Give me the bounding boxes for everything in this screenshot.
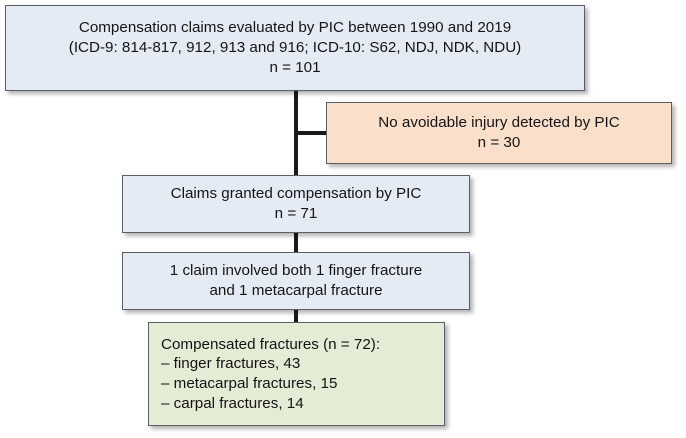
- node-no-avoidable-injury-line1: No avoidable injury detected by PIC: [378, 114, 620, 132]
- node-compensated-fractures-metacarpal: – metacarpal fractures, 15: [161, 375, 338, 392]
- node-compensated-fractures-heading: Compensated fractures (n = 72):: [161, 335, 381, 353]
- node-evaluated-claims-line1: Compensation claims evaluated by PIC bet…: [78, 19, 512, 37]
- node-overlapping-claim-line2: and 1 metacarpal fracture: [209, 282, 383, 299]
- node-compensated-fractures-finger: – finger fractures, 43: [161, 355, 301, 373]
- node-evaluated-claims-count: n = 101: [269, 58, 321, 76]
- node-claims-granted: Claims granted compensation by PIC n = 7…: [122, 175, 470, 233]
- node-claims-granted-line1: Claims granted compensation by PIC: [170, 185, 422, 203]
- node-overlapping-claim: 1 claim involved both 1 finger fracture …: [122, 252, 470, 310]
- node-no-avoidable-injury-count: n = 30: [477, 134, 521, 151]
- node-compensated-fractures: Compensated fractures (n = 72): – finger…: [148, 322, 445, 426]
- node-evaluated-claims-line2: (ICD-9: 814-817, 912, 913 and 916; ICD-1…: [68, 39, 522, 57]
- node-claims-granted-count: n = 71: [274, 205, 318, 222]
- connector-branch-to-excluded: [294, 131, 328, 135]
- node-no-avoidable-injury: No avoidable injury detected by PIC n = …: [326, 102, 672, 164]
- node-compensated-fractures-carpal: – carpal fractures, 14: [161, 394, 304, 412]
- connector-overlap-to-fractures: [294, 308, 298, 324]
- connector-granted-to-overlap: [294, 231, 298, 254]
- node-evaluated-claims: Compensation claims evaluated by PIC bet…: [5, 5, 585, 91]
- node-overlapping-claim-line1: 1 claim involved both 1 finger fracture: [169, 262, 423, 280]
